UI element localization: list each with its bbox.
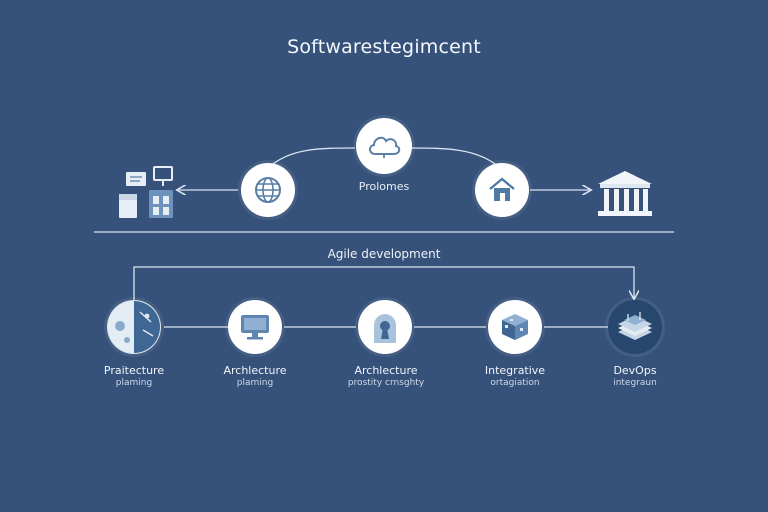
top-arc-left: [267, 147, 356, 169]
house-node: [475, 163, 529, 217]
stage-label-2-line2: plaming: [236, 378, 274, 388]
top-arc-right: [409, 147, 501, 169]
stage-label-5-line1: DevOps: [613, 364, 657, 377]
agile-bracket: [133, 266, 634, 300]
stage-node-5: [608, 300, 662, 354]
stage-label-2-line1: Archlecture: [223, 364, 287, 377]
server-stack-icon: [618, 312, 652, 340]
stage-node-3: [358, 300, 412, 354]
stage-label-1-line1: Praitecture: [103, 364, 165, 377]
hub-label: Prolomes: [358, 180, 410, 193]
diagram-title: Softwarestegimcent: [287, 36, 481, 58]
stage-label-5: DevOps integraun: [565, 364, 705, 390]
monitor-icon: [241, 315, 269, 340]
stage-node-4: [488, 300, 542, 354]
stage-node-1: [107, 300, 161, 354]
stage-label-2: Archlecture plaming: [185, 364, 325, 390]
stage-label-3-line2: prostity crnsghty: [347, 378, 425, 388]
stage-label-4: Integrative ortagiation: [445, 364, 585, 390]
stage-label-5-line2: integraun: [613, 378, 657, 388]
cloud-icon: [369, 136, 401, 158]
stage-label-1-line2: plaming: [115, 378, 153, 388]
stage-label-4-line1: Integrative: [484, 364, 546, 377]
section-label: Agile development: [327, 247, 441, 261]
cloud-node: [356, 118, 412, 174]
house-icon: [489, 177, 515, 201]
stage-label-3: Archlecture prostity crnsghty: [316, 364, 456, 390]
devices-icon: [119, 166, 173, 218]
stage-label-4-line2: ortagiation: [490, 378, 540, 388]
stage-label-1: Praitecture plaming: [64, 364, 204, 390]
stage-node-2: [228, 300, 282, 354]
globe-icon: [255, 177, 281, 203]
globe-node: [241, 163, 295, 217]
stage-label-3-line1: Archlecture: [354, 364, 418, 377]
keyhole-icon: [374, 314, 396, 343]
bank-icon: [598, 171, 652, 216]
planning-globe-icon: [108, 301, 160, 353]
cube-icon: [502, 314, 528, 340]
